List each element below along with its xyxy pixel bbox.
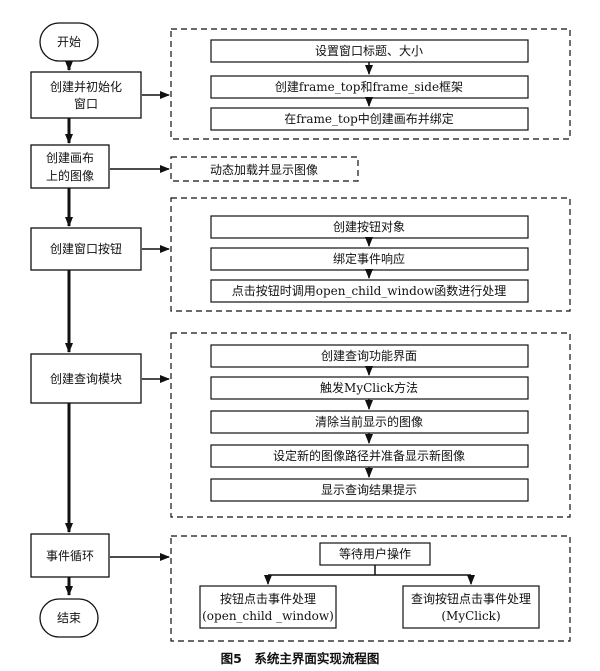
step-create-init-window: 创建并初始化 窗口 xyxy=(30,71,142,119)
step-label-line: 创建并初始化 xyxy=(50,80,122,94)
branch-item-line: 查询按钮点击事件处理 xyxy=(411,591,531,606)
step-create-canvas-image: 创建画布 上的图像 xyxy=(30,144,110,189)
detail-item: 创建按钮对象 xyxy=(333,219,405,234)
step-label-line: 创建画布 xyxy=(46,151,94,165)
detail-item: 显示查询结果提示 xyxy=(321,482,417,497)
detail-item: 绑定事件响应 xyxy=(333,251,405,266)
detail-group-query: 创建查询功能界面 触发MyClick方法 清除当前显示的图像 设定新的图像路径并… xyxy=(170,332,571,518)
figure-caption: 图5 系统主界面实现流程图 xyxy=(221,651,380,666)
detail-item: 在frame_top中创建画布并绑定 xyxy=(284,111,454,126)
detail-item: 等待用户操作 xyxy=(339,546,411,561)
start-terminal: 开始 xyxy=(39,22,99,62)
detail-group-event-handling: 等待用户操作 按钮点击事件处理 (open_child _window) 查询按… xyxy=(170,535,571,642)
branch-item-line: (open_child _window) xyxy=(202,609,334,623)
step-create-query-module: 创建查询模块 xyxy=(30,353,142,404)
detail-group-image-load: 动态加载并显示图像 xyxy=(170,156,359,182)
detail-item: 点击按钮时调用open_child_window函数进行处理 xyxy=(232,283,507,298)
step-label-line: 窗口 xyxy=(74,97,98,111)
branch-item-line: 按钮点击事件处理 xyxy=(220,591,316,606)
detail-item: 设定新的图像路径并准备显示新图像 xyxy=(273,448,465,463)
detail-item: 触发MyClick方法 xyxy=(320,380,418,395)
step-label-line: 创建窗口按钮 xyxy=(50,241,122,256)
detail-item: 创建frame_top和frame_side框架 xyxy=(275,80,463,94)
detail-group-button: 创建按钮对象 绑定事件响应 点击按钮时调用open_child_window函数… xyxy=(170,197,571,312)
step-label-line: 创建查询模块 xyxy=(50,372,122,386)
detail-group-window-init: 设置窗口标题、大小 创建frame_top和frame_side框架 在fram… xyxy=(170,28,571,140)
detail-item: 动态加载并显示图像 xyxy=(210,163,318,177)
detail-item: 设置窗口标题、大小 xyxy=(315,44,423,58)
step-label-line: 事件循环 xyxy=(46,549,94,563)
step-label-line: 上的图像 xyxy=(46,168,94,183)
step-event-loop: 事件循环 xyxy=(30,533,110,578)
detail-item: 创建查询功能界面 xyxy=(321,349,417,363)
end-terminal: 结束 xyxy=(39,598,99,638)
detail-item: 清除当前显示的图像 xyxy=(315,414,423,429)
branch-item-line: (MyClick) xyxy=(441,609,500,623)
end-label: 结束 xyxy=(57,611,81,625)
start-label: 开始 xyxy=(57,35,81,49)
step-create-window-button: 创建窗口按钮 xyxy=(30,227,142,271)
